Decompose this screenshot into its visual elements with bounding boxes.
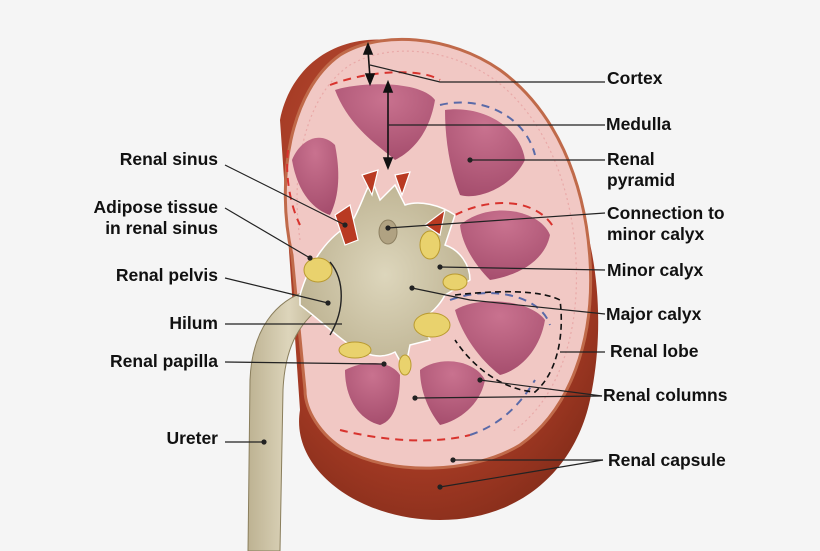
adipose-tissue (303, 230, 468, 376)
label-minor-calyx: Minor calyx (607, 260, 704, 280)
label-renal-pelvis: Renal pelvis (115, 265, 218, 285)
minor-calyx-connection (378, 219, 398, 245)
label-ureter: Ureter (166, 428, 218, 448)
label-adipose-tissue: Adipose tissue in renal sinus (93, 197, 218, 238)
renal-lobe-outline (454, 290, 563, 393)
label-renal-pyramid: Renal pyramid (607, 149, 676, 190)
label-major-calyx: Major calyx (606, 304, 702, 324)
leader-lines (224, 64, 606, 490)
label-renal-lobe: Renal lobe (610, 341, 699, 361)
label-renal-capsule: Renal capsule (608, 450, 726, 470)
label-renal-columns: Renal columns (603, 385, 728, 405)
label-renal-papilla: Renal papilla (110, 351, 218, 371)
label-renal-sinus: Renal sinus (119, 149, 218, 169)
label-connection-minor-calyx: Connection to minor calyx (607, 203, 725, 244)
hilum-line (329, 261, 342, 336)
label-medulla: Medulla (606, 114, 672, 134)
label-cortex: Cortex (607, 68, 663, 88)
label-hilum: Hilum (169, 313, 218, 333)
renal-pyramids (292, 84, 550, 425)
